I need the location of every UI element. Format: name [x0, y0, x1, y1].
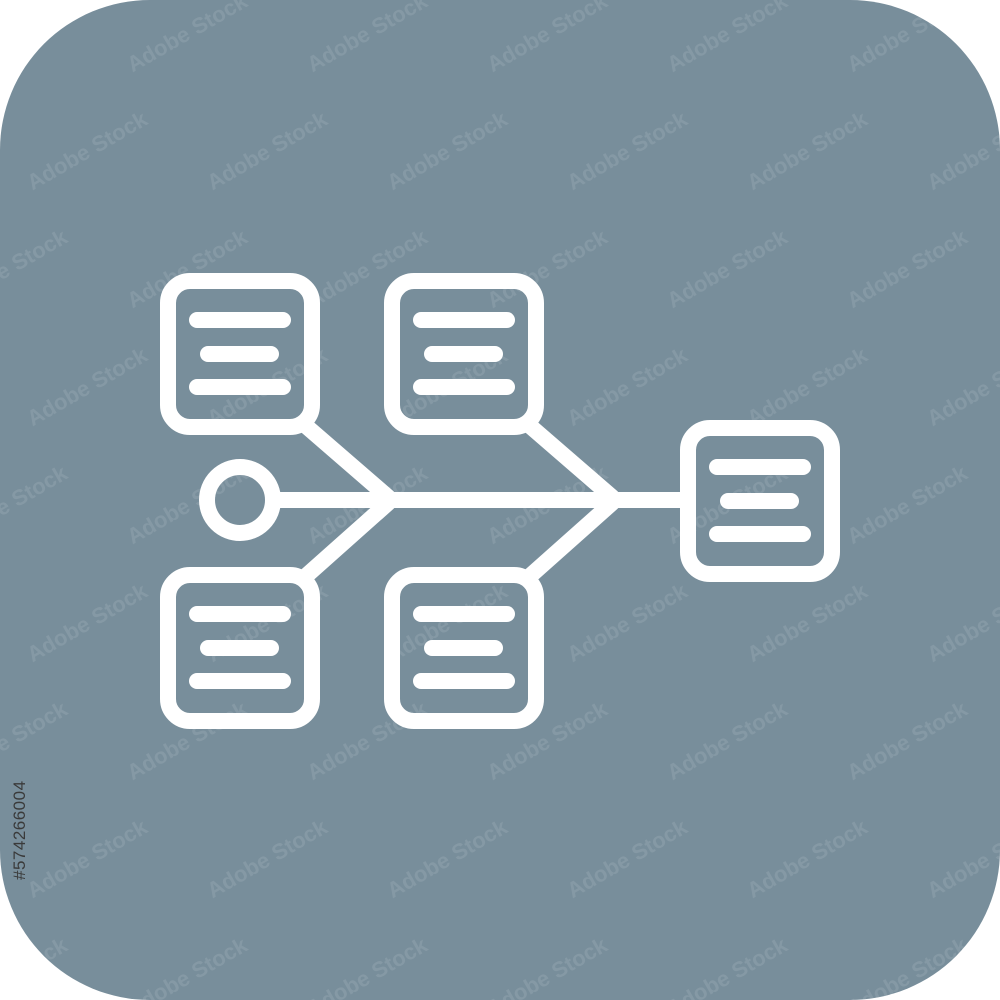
bone-upper-left [298, 418, 396, 505]
bone-lower-left [298, 495, 396, 584]
stock-id-label: #574266004 [10, 780, 30, 880]
document-box-right [680, 420, 840, 582]
document-box-top-middle [384, 273, 544, 435]
document-box-top-left [160, 273, 320, 435]
head-circle [199, 459, 281, 541]
bone-lower-right [522, 495, 620, 584]
document-box-bottom-left [160, 567, 320, 729]
document-box-bottom-middle [384, 567, 544, 729]
bone-upper-right [522, 418, 620, 505]
